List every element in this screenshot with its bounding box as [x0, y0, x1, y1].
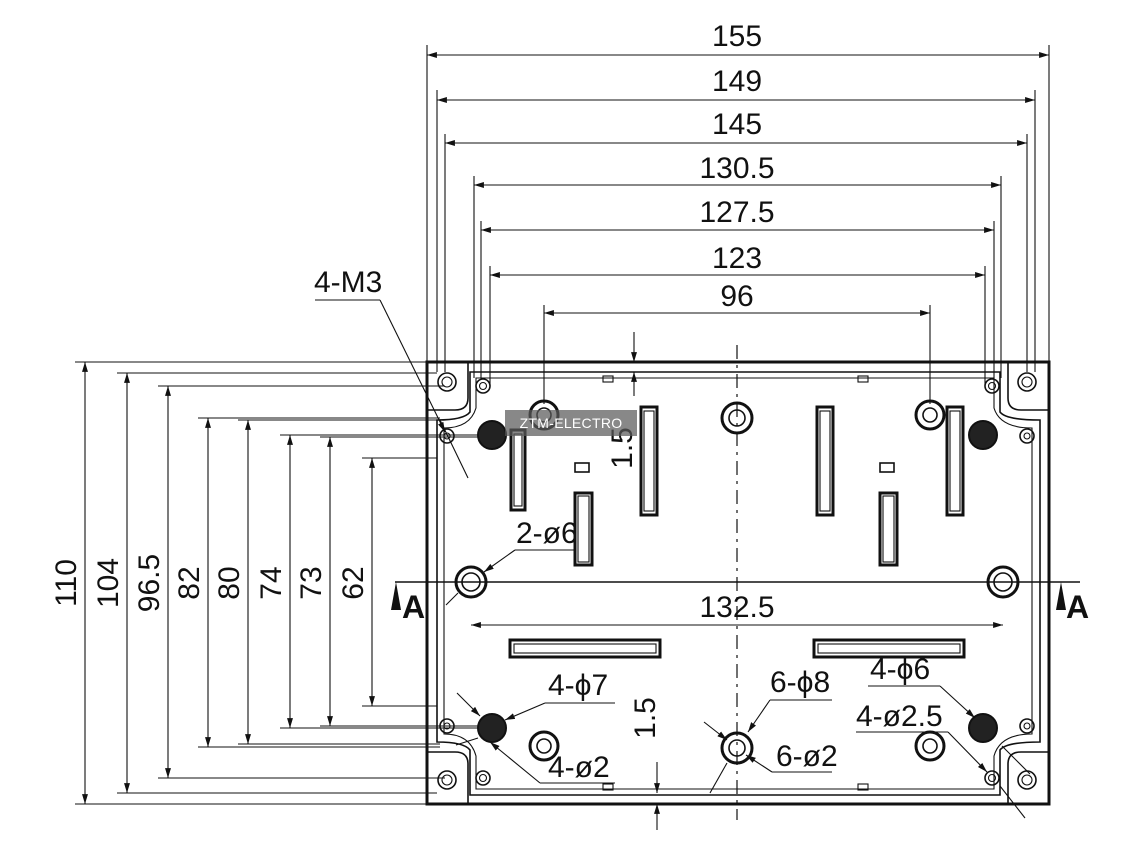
d8-callout: 6-ϕ8: [770, 666, 830, 699]
dim-73: 73: [295, 566, 328, 599]
dim-74: 74: [255, 566, 288, 599]
dim-96: 96: [720, 280, 753, 313]
dim-80: 80: [213, 566, 246, 599]
d2-6-callout: 6-ø2: [776, 740, 838, 773]
offset-bottom-label: 1.5: [629, 697, 662, 739]
vertical-dimensions: 110 104 96.5 82 80 74 73 62: [50, 361, 478, 805]
dim-110: 110: [50, 559, 83, 607]
watermark-text: ZTM-ELECTRO: [519, 415, 623, 431]
m3-callout: 4-M3: [314, 266, 382, 299]
dim-155: 155: [712, 20, 762, 53]
section-a-left: A: [402, 589, 425, 625]
slots: [508, 405, 966, 659]
dim-82: 82: [173, 566, 206, 599]
dim-130-5: 130.5: [699, 152, 774, 185]
section-a-right: A: [1066, 589, 1089, 625]
d2-4-callout: 4-ø2: [548, 751, 610, 784]
corner-screw-holes: [437, 372, 1037, 790]
section-markers: A A: [391, 582, 1089, 625]
d6-4-callout: 4-ϕ6: [870, 653, 930, 686]
inner-width-dimension: 132.5: [471, 591, 1003, 628]
dim-127-5: 127.5: [699, 196, 774, 229]
dim-145: 145: [712, 108, 762, 141]
enclosure-body: [425, 360, 1051, 806]
watermark-badge: ZTM-ELECTRO: [505, 410, 637, 436]
callouts: 4-M3 2-ø6 4-ϕ7 4-ø2 6-ϕ8 6-ø2 4-ϕ6: [314, 266, 1031, 819]
d25-callout: 4-ø2.5: [856, 700, 943, 733]
dim-132-5: 132.5: [699, 591, 774, 624]
offset-dimensions: 1.5 1.5: [606, 332, 662, 830]
dim-62: 62: [337, 566, 370, 599]
dim-104: 104: [92, 558, 125, 608]
dim-96-5: 96.5: [133, 554, 166, 612]
d7-callout: 4-ϕ7: [548, 669, 608, 702]
dim-149: 149: [712, 65, 762, 98]
d6-2-callout: 2-ø6: [516, 517, 578, 550]
horizontal-dimensions: 155 149 145 130.5 127.5 123 96: [426, 20, 1050, 404]
dim-123: 123: [712, 242, 762, 275]
